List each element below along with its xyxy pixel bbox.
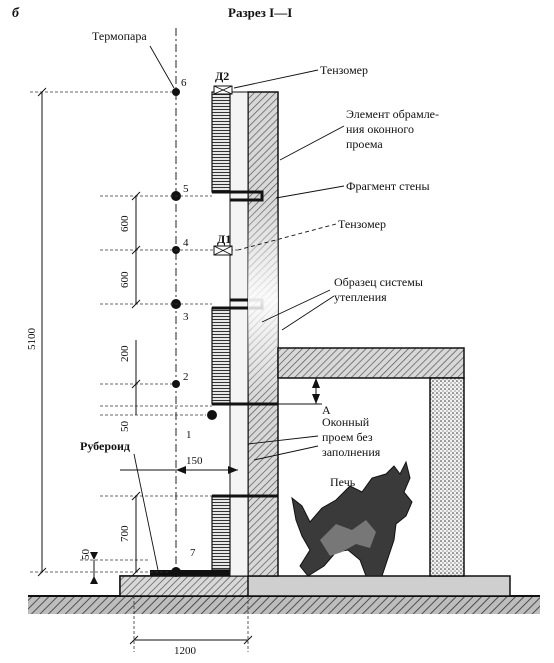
label-wall-fragment: Фрагмент стены (346, 179, 430, 193)
arrow-heads (90, 378, 320, 584)
flame-highlight (320, 520, 376, 556)
label-opening-1: Оконный (322, 415, 370, 429)
label-strain-top: Тензомер (320, 63, 368, 77)
point-6-marker (172, 88, 180, 96)
dim-spacing-upper: 600 (119, 215, 131, 232)
label-roofing: Рубероид (80, 439, 130, 453)
label-insulation-2: утепления (334, 290, 387, 304)
label-furnace: Печь (330, 475, 356, 489)
dim-offset-150: 150 (186, 455, 203, 467)
dim-spacing-200: 200 (119, 345, 131, 362)
furnace-roof (277, 347, 465, 379)
point-2-marker (172, 380, 180, 388)
figure-title: Разрез I—I (228, 5, 292, 20)
point-label-7: 7 (190, 547, 196, 559)
furnace-side-wall (429, 377, 465, 577)
insulation-panel-bottom (211, 495, 231, 571)
label-point-a: А (322, 403, 331, 417)
label-thermocouple: Термопара (92, 29, 147, 43)
dim-spacing-700: 700 (119, 525, 131, 542)
insulation-panel-top (211, 91, 231, 193)
label-frame-1: Элемент обрамле- (346, 107, 439, 121)
point-label-3: 3 (183, 311, 189, 323)
point-label-2: 2 (183, 371, 189, 383)
dim-spacing-50-bot: 50 (80, 549, 92, 561)
frame-edge-upper (212, 190, 264, 202)
insulation-panel-mid (211, 307, 231, 405)
point-label-1: 1 (186, 429, 192, 441)
leader-lines (133, 45, 345, 571)
point-label-6: 6 (181, 77, 187, 89)
point-label-5: 5 (183, 183, 189, 195)
label-opening-3: заполнения (322, 445, 381, 459)
ground-hatch (28, 596, 540, 614)
label-insulation-1: Образец системы (334, 275, 423, 289)
furnace-flame (291, 460, 413, 577)
roofing-strip (150, 570, 248, 576)
dim-total-height: 5100 (26, 328, 38, 351)
label-strain-mid: Тензомер (338, 217, 386, 231)
point-7-marker (171, 567, 181, 577)
point-label-4: 4 (183, 237, 189, 249)
foundation-block (119, 575, 249, 597)
label-gauge-d1: Д1 (217, 232, 231, 246)
dim-spacing-lower: 600 (119, 271, 131, 288)
label-opening-2: проем без (322, 430, 373, 444)
label-frame-3: проема (346, 137, 383, 151)
point-1-marker (207, 410, 217, 420)
frame-element (229, 91, 249, 577)
label-frame-2: ния оконного (346, 122, 414, 136)
dim-spacing-50-mid: 50 (119, 421, 131, 433)
dim-width-1200: 1200 (174, 645, 197, 657)
heat-glow (248, 200, 278, 400)
figure-letter: б (12, 6, 20, 21)
label-gauge-d2: Д2 (215, 69, 229, 83)
